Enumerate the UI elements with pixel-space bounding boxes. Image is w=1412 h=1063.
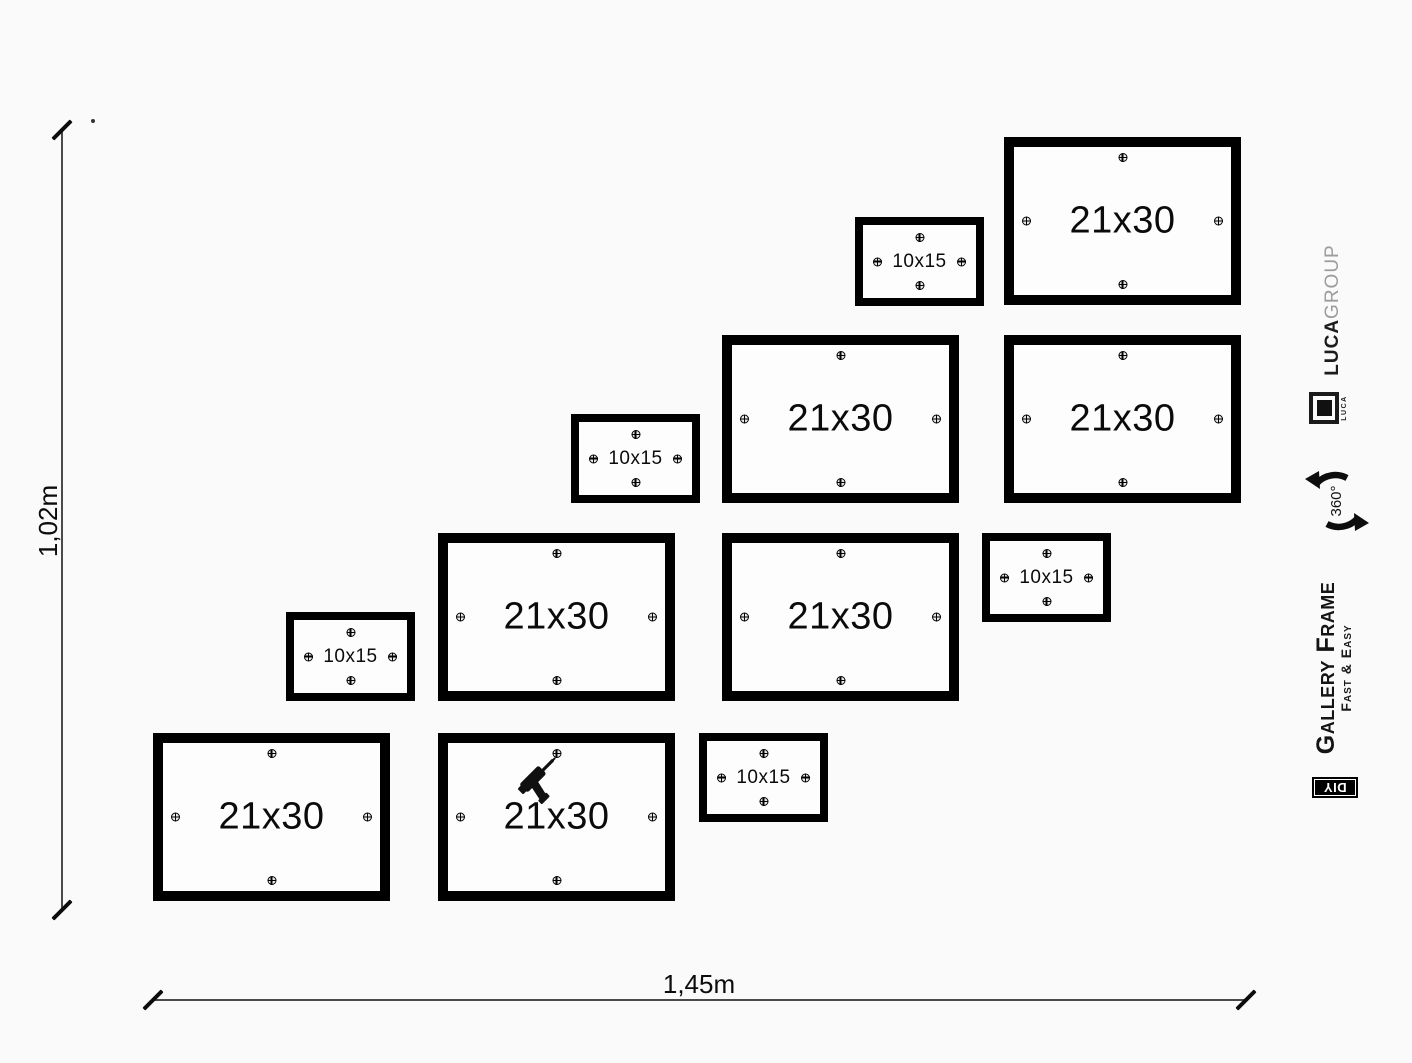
- frame-size-label: 21x30: [1069, 199, 1176, 242]
- screw-marker-icon: [363, 812, 372, 822]
- screw-marker-icon: [1118, 153, 1127, 162]
- frame-size-label: 21x30: [787, 397, 894, 440]
- product-title-block: Gallery Frame Fast & Easy: [1312, 573, 1356, 763]
- picture-frame-10x15: 10x15: [855, 217, 984, 306]
- screw-marker-icon: [915, 233, 924, 242]
- picture-frame-10x15: 10x15: [982, 533, 1111, 622]
- screw-marker-icon: [552, 876, 561, 885]
- diy-label: DIY: [1323, 780, 1347, 795]
- brand-lucagroup: LUCAGROUP: [1322, 240, 1344, 380]
- drill-icon: [517, 757, 556, 804]
- screw-marker-icon: [552, 749, 561, 758]
- height-dimension-line: [61, 129, 63, 912]
- diy-badge: DIY: [1312, 777, 1358, 798]
- rotation-360-icon: 360°: [1303, 467, 1371, 535]
- logo-text: LUCA: [1341, 395, 1348, 421]
- width-dimension-line: [152, 999, 1247, 1001]
- picture-frame-21x30: 21x30: [1004, 335, 1241, 503]
- stray-dot: [91, 119, 95, 123]
- frame-size-label: 10x15: [608, 447, 663, 469]
- screw-marker-icon: [552, 549, 561, 558]
- screw-marker-icon: [717, 773, 726, 782]
- screw-marker-icon: [836, 549, 845, 558]
- screw-marker-icon: [957, 257, 966, 266]
- screw-marker-icon: [1042, 597, 1051, 606]
- screw-marker-icon: [836, 478, 845, 487]
- screw-marker-icon: [1214, 414, 1223, 424]
- screw-marker-icon: [631, 430, 640, 439]
- frame-size-label: 10x15: [1019, 566, 1074, 588]
- screw-marker-icon: [589, 454, 598, 463]
- screw-marker-icon: [267, 876, 276, 885]
- frame-size-label: 10x15: [892, 250, 947, 272]
- screw-marker-icon: [836, 676, 845, 685]
- screw-marker-icon: [267, 749, 276, 758]
- product-subtitle: Fast & Easy: [1338, 624, 1354, 712]
- circular-arrows-icon: [1305, 471, 1369, 531]
- screw-marker-icon: [346, 676, 355, 685]
- screw-marker-icon: [1118, 478, 1127, 487]
- screw-marker-icon: [456, 812, 465, 822]
- picture-frame-21x30: 21x30: [153, 733, 390, 901]
- screw-marker-icon: [1084, 573, 1093, 582]
- screw-marker-icon: [932, 612, 941, 622]
- screw-marker-icon: [673, 454, 682, 463]
- screw-marker-icon: [1022, 414, 1031, 424]
- picture-frame-10x15: 10x15: [699, 733, 828, 822]
- screw-marker-icon: [801, 773, 810, 782]
- picture-frame-10x15: 10x15: [571, 414, 700, 503]
- width-dimension-label: 1,45m: [662, 969, 736, 999]
- screw-marker-icon: [648, 612, 657, 622]
- screw-marker-icon: [648, 812, 657, 822]
- rotation-degree-label: 360°: [1328, 485, 1346, 517]
- picture-frame-21x30: 21x30: [1004, 137, 1241, 305]
- screw-marker-icon: [1214, 216, 1223, 226]
- screw-marker-icon: [836, 351, 845, 360]
- screw-marker-icon: [915, 281, 924, 290]
- frame-size-label: 10x15: [736, 766, 791, 788]
- screw-marker-icon: [631, 478, 640, 487]
- screw-marker-icon: [759, 749, 768, 758]
- screw-marker-icon: [456, 612, 465, 622]
- screw-marker-icon: [740, 612, 749, 622]
- screw-marker-icon: [759, 797, 768, 806]
- screw-marker-icon: [1118, 280, 1127, 289]
- screw-marker-icon: [1000, 573, 1009, 582]
- screw-marker-icon: [171, 812, 180, 822]
- picture-frame-10x15: 10x15: [286, 612, 415, 701]
- screw-marker-icon: [1022, 216, 1031, 226]
- product-title: Gallery Frame: [1312, 581, 1340, 755]
- brand-bold-label: LUCA: [1322, 318, 1343, 376]
- frame-size-label: 21x30: [503, 595, 610, 638]
- screw-marker-icon: [346, 628, 355, 637]
- height-dimension-label: 1,02m: [33, 484, 63, 558]
- screw-marker-icon: [873, 257, 882, 266]
- logo-square-icon: [1316, 400, 1332, 416]
- picture-frame-21x30: 21x30: [722, 335, 959, 503]
- frame-size-label: 21x30: [218, 795, 325, 838]
- logo-frame-icon: [1309, 392, 1339, 424]
- frame-size-label: 10x15: [323, 645, 378, 667]
- frame-size-label: 21x30: [1069, 397, 1176, 440]
- screw-marker-icon: [1118, 351, 1127, 360]
- screw-marker-icon: [388, 652, 397, 661]
- brand-light-label: GROUP: [1322, 244, 1343, 319]
- screw-marker-icon: [1042, 549, 1051, 558]
- screw-marker-icon: [304, 652, 313, 661]
- screw-marker-icon: [932, 414, 941, 424]
- luca-logo-icon: LUCA: [1309, 390, 1357, 426]
- screw-marker-icon: [552, 676, 561, 685]
- picture-frame-21x30: 21x30: [722, 533, 959, 701]
- screw-marker-icon: [740, 414, 749, 424]
- picture-frame-21x30: 21x30: [438, 733, 675, 901]
- frame-size-label: 21x30: [503, 795, 610, 838]
- picture-frame-21x30: 21x30: [438, 533, 675, 701]
- frame-size-label: 21x30: [787, 595, 894, 638]
